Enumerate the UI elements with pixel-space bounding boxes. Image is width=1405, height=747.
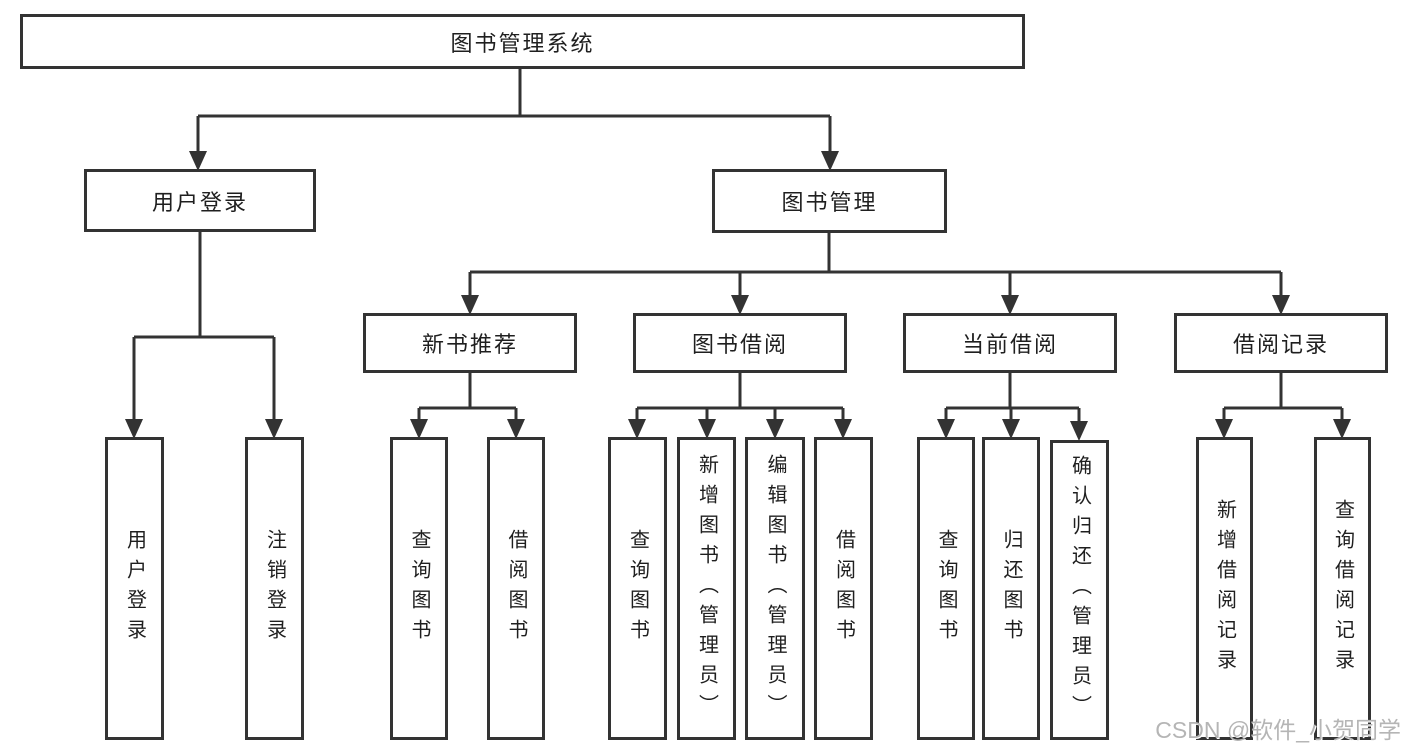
node-leaf-logout: 注销登录 xyxy=(245,437,304,740)
csdn-watermark: CSDN @软件_小贺同学 xyxy=(1155,717,1401,743)
node-book-borrowing: 图书借阅 xyxy=(633,313,847,373)
node-borrowing-records: 借阅记录 xyxy=(1174,313,1388,373)
node-leaf-confirm-return-admin: 确认归还（管理员） xyxy=(1050,440,1109,740)
node-new-book-recommend: 新书推荐 xyxy=(363,313,577,373)
node-leaf-edit-books-admin: 编辑图书（管理员） xyxy=(745,437,805,740)
node-leaf-borrow-books: 借阅图书 xyxy=(814,437,873,740)
node-leaf-query-borrow-record: 查询借阅记录 xyxy=(1314,437,1371,740)
node-book-management-module: 图书管理 xyxy=(712,169,947,233)
node-leaf-borrow-books-recommend: 借阅图书 xyxy=(487,437,545,740)
node-leaf-user-login: 用户登录 xyxy=(105,437,164,740)
node-leaf-return-books: 归还图书 xyxy=(982,437,1040,740)
node-root-system: 图书管理系统 xyxy=(20,14,1025,69)
node-user-login-module: 用户登录 xyxy=(84,169,316,232)
node-leaf-query-books-borrowing: 查询图书 xyxy=(608,437,667,740)
node-current-borrowing: 当前借阅 xyxy=(903,313,1117,373)
node-leaf-query-books-recommend: 查询图书 xyxy=(390,437,448,740)
node-leaf-query-books-current: 查询图书 xyxy=(917,437,975,740)
node-leaf-add-books-admin: 新增图书（管理员） xyxy=(677,437,736,740)
node-leaf-add-borrow-record: 新增借阅记录 xyxy=(1196,437,1253,740)
